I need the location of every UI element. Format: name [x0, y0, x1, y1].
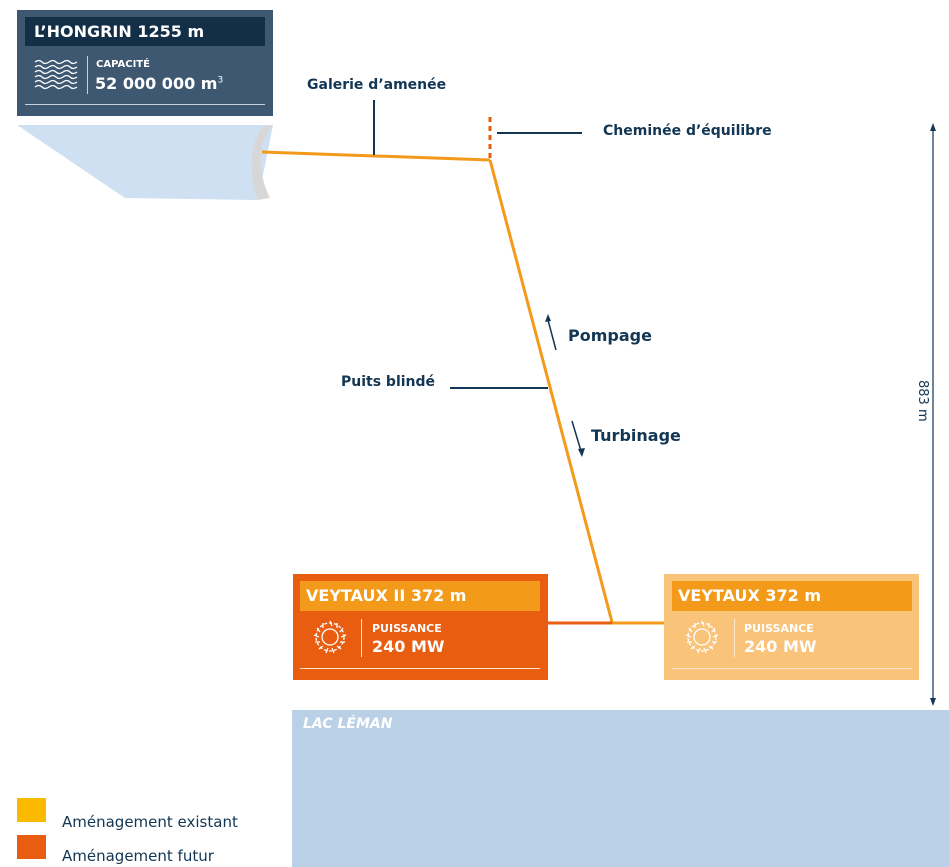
reservoir-bottom-rule: [25, 104, 265, 105]
veytaux2-separator: [361, 619, 362, 657]
turbine-icon: [313, 620, 347, 654]
puits-label: Puits blindé: [341, 374, 436, 390]
legend-swatch-future: [17, 835, 46, 859]
reservoir-dam: [251, 125, 273, 200]
height-arrow-top: [930, 123, 936, 131]
galerie-label: Galerie d’amenée: [307, 77, 447, 93]
reservoir-separator: [87, 56, 88, 94]
veytaux-separator: [734, 619, 735, 657]
lake-area: [292, 710, 949, 867]
turbinage-label: Turbinage: [591, 426, 681, 445]
veytaux-title-bar: [672, 581, 912, 611]
pompage-arrow: [547, 319, 557, 351]
veytaux2-power-label: PUISSANCE: [372, 622, 442, 635]
veytaux2-power-value: 240 MW: [372, 637, 445, 656]
galerie-line: [261, 150, 491, 162]
pompage-arrowhead: [545, 314, 551, 322]
legend-swatch-existing: [17, 798, 46, 822]
legend-label-future: Aménagement futur: [62, 847, 214, 865]
water-waves-icon: [34, 59, 78, 90]
height-label: 883 m: [915, 380, 930, 422]
reservoir-title-bar: [25, 17, 265, 46]
capacity-unit-sup: 3: [217, 75, 224, 86]
veytaux-bottom-rule: [672, 668, 912, 669]
turbinage-arrowhead: [578, 448, 585, 457]
veytaux-title: VEYTAUX 372 m: [678, 586, 821, 605]
capacity-value: 52 000 000 m3: [95, 74, 224, 93]
veytaux2-title-bar: [300, 581, 540, 611]
puits-line: [488, 159, 614, 623]
height-arrow-bottom: [930, 698, 936, 706]
veytaux-power-value: 240 MW: [744, 637, 817, 656]
pompage-label: Pompage: [568, 326, 652, 345]
turbine-icon: [685, 620, 719, 654]
turbinage-arrow: [571, 420, 582, 452]
lake-label: LAC LÉMAN: [303, 716, 393, 732]
reservoir-title: L’HONGRIN 1255 m: [34, 22, 205, 41]
veytaux2-bottom-rule: [300, 668, 540, 669]
capacity-label: CAPACITÉ: [96, 59, 150, 70]
veytaux2-title: VEYTAUX II 372 m: [306, 586, 467, 605]
cheminee-label: Cheminée d’équilibre: [603, 123, 772, 139]
reservoir-shape: [17, 125, 273, 200]
veytaux-power-label: PUISSANCE: [744, 622, 814, 635]
legend-label-existing: Aménagement existant: [62, 813, 238, 831]
